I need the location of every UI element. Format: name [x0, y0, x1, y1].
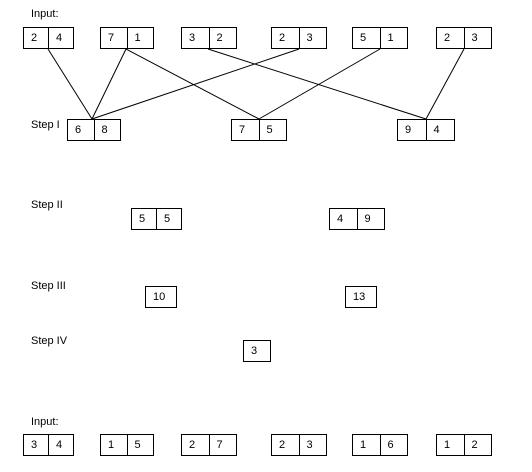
- input-bottom-box: 2 3: [271, 434, 327, 456]
- input-bottom-label: Input:: [31, 416, 59, 428]
- step1-cell: 5: [258, 120, 287, 140]
- input-bottom-cell: 1: [444, 439, 451, 451]
- input-top-cell: 3: [189, 32, 196, 44]
- input-top-cell: 7: [108, 32, 115, 44]
- connector-line: [258, 48, 381, 120]
- step1-box: 9 4: [397, 119, 455, 141]
- input-bottom-box: 1 2: [436, 434, 492, 456]
- input-bottom-cell: 3: [298, 435, 327, 455]
- input-bottom-cell: 4: [48, 435, 73, 455]
- step2-label: Step II: [31, 199, 63, 211]
- input-top-box: 2 3: [436, 27, 492, 49]
- input-bottom-cell: 5: [126, 435, 154, 455]
- step2-cell: 5: [156, 209, 181, 229]
- connector-line: [91, 48, 300, 120]
- step4-box: 3: [243, 340, 271, 362]
- step4-label: Step IV: [31, 335, 68, 347]
- input-top-cell: 2: [208, 28, 237, 48]
- input-top-cell: 1: [379, 28, 408, 48]
- input-top-cell: 3: [463, 28, 492, 48]
- input-bottom-cell: 1: [108, 439, 115, 451]
- step3-box: 13: [345, 286, 377, 308]
- input-bottom-box: 2 7: [181, 434, 237, 456]
- input-bottom-cell: 2: [463, 435, 492, 455]
- input-top-label: Input:: [31, 8, 59, 20]
- input-bottom-box: 3 4: [23, 434, 74, 456]
- input-bottom-cell: 3: [31, 439, 38, 451]
- input-bottom-cell: 6: [379, 435, 408, 455]
- input-top-cell: 2: [444, 32, 451, 44]
- input-top-cell: 1: [126, 28, 154, 48]
- step3-cell: 10: [153, 291, 166, 303]
- input-bottom-box: 1 5: [100, 434, 154, 456]
- step2-box: 5 5: [131, 208, 182, 230]
- step3-cell: 13: [353, 291, 366, 303]
- input-top-cell: 4: [48, 28, 73, 48]
- connector-line: [91, 48, 127, 120]
- input-top-box: 2 4: [23, 27, 74, 49]
- input-top-box: 2 3: [271, 27, 327, 49]
- input-top-cell: 5: [360, 32, 367, 44]
- connector-line: [425, 48, 465, 120]
- connector-line: [125, 48, 260, 120]
- step3-box: 10: [145, 286, 177, 308]
- step2-cell: 9: [356, 209, 385, 229]
- step1-cell: 7: [239, 124, 246, 136]
- input-top-box: 3 2: [181, 27, 237, 49]
- step1-label: Step I: [31, 119, 60, 131]
- step1-cell: 6: [75, 124, 82, 136]
- input-bottom-cell: 7: [208, 435, 237, 455]
- step4-cell: 3: [251, 345, 258, 357]
- input-bottom-cell: 2: [279, 439, 286, 451]
- step3-label: Step III: [31, 280, 66, 292]
- connector-line: [207, 48, 427, 120]
- input-top-box: 5 1: [352, 27, 408, 49]
- step2-box: 4 9: [329, 208, 385, 230]
- input-top-cell: 2: [279, 32, 286, 44]
- input-top-box: 7 1: [100, 27, 154, 49]
- step2-cell: 4: [337, 213, 344, 225]
- step1-box: 6 8: [67, 119, 121, 141]
- step1-box: 7 5: [231, 119, 287, 141]
- step1-cell: 8: [93, 120, 121, 140]
- connector-line: [47, 48, 93, 120]
- input-bottom-cell: 1: [360, 439, 367, 451]
- input-bottom-cell: 2: [189, 439, 196, 451]
- input-top-cell: 3: [298, 28, 327, 48]
- input-bottom-box: 1 6: [352, 434, 408, 456]
- step1-cell: 9: [405, 124, 412, 136]
- step2-cell: 5: [139, 213, 146, 225]
- step1-cell: 4: [425, 120, 455, 140]
- input-top-cell: 2: [31, 32, 38, 44]
